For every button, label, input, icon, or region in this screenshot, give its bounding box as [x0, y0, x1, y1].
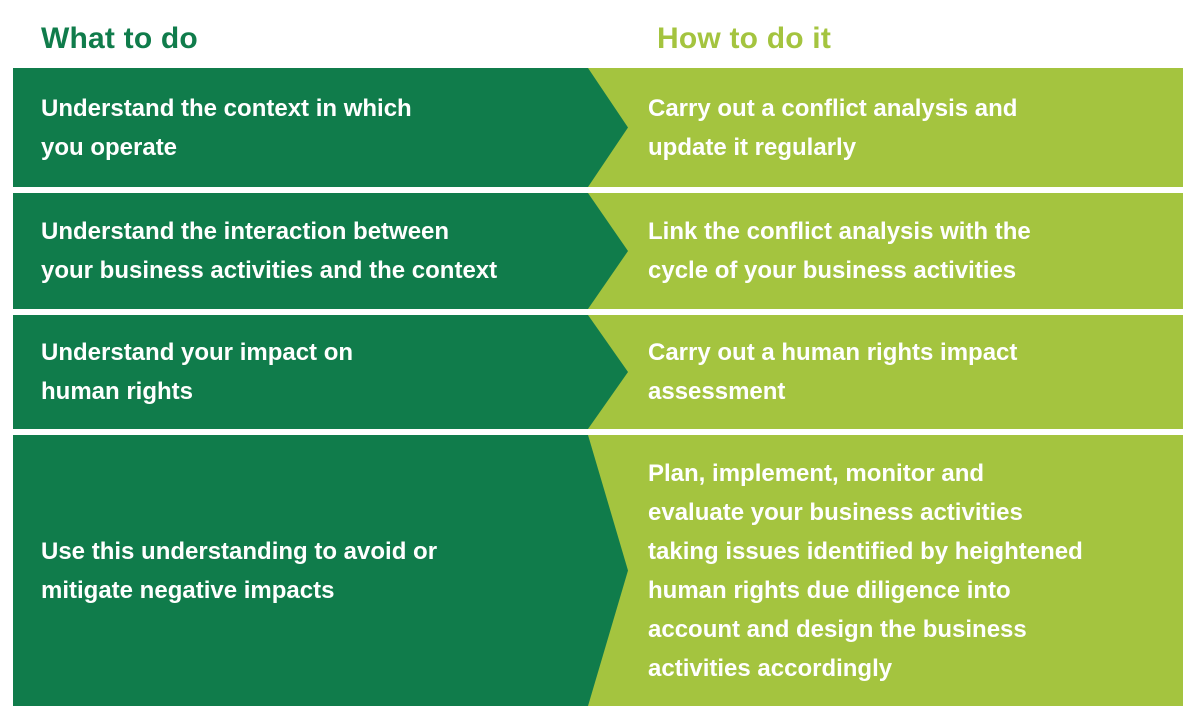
- what-text: Understand the context in which you oper…: [41, 94, 412, 161]
- what-cell: Use this understanding to avoid or mitig…: [13, 435, 588, 706]
- table-row: Understand your impact on human rights C…: [13, 315, 1183, 429]
- how-to-do-it-heading: How to do it: [657, 22, 832, 55]
- header-cell-how: How to do it: [588, 22, 1183, 68]
- header-cell-what: What to do: [13, 22, 588, 68]
- table-row: Use this understanding to avoid or mitig…: [13, 435, 1183, 706]
- how-cell: Plan, implement, monitor and evaluate yo…: [588, 435, 1183, 706]
- how-cell: Carry out a conflict analysis and update…: [588, 68, 1183, 187]
- what-cell: Understand the interaction between your …: [13, 193, 588, 309]
- what-text: Understand your impact on human rights: [41, 339, 354, 405]
- column-headers: What to do How to do it: [13, 0, 1183, 68]
- how-text: Link the conflict analysis with the cycl…: [648, 218, 1031, 284]
- how-text: Carry out a conflict analysis and update…: [648, 94, 1018, 161]
- how-cell: Link the conflict analysis with the cycl…: [588, 193, 1183, 309]
- what-cell: Understand your impact on human rights: [13, 315, 588, 429]
- what-to-do-heading: What to do: [41, 22, 198, 55]
- what-text: Use this understanding to avoid or mitig…: [41, 537, 438, 604]
- how-text: Plan, implement, monitor and evaluate yo…: [648, 459, 1083, 682]
- how-cell: Carry out a human rights impact assessme…: [588, 315, 1183, 429]
- what-text: Understand the interaction between your …: [41, 218, 498, 284]
- table-row: Understand the context in which you oper…: [13, 68, 1183, 187]
- how-text: Carry out a human rights impact assessme…: [648, 339, 1018, 405]
- what-cell: Understand the context in which you oper…: [13, 68, 588, 187]
- table-row: Understand the interaction between your …: [13, 193, 1183, 309]
